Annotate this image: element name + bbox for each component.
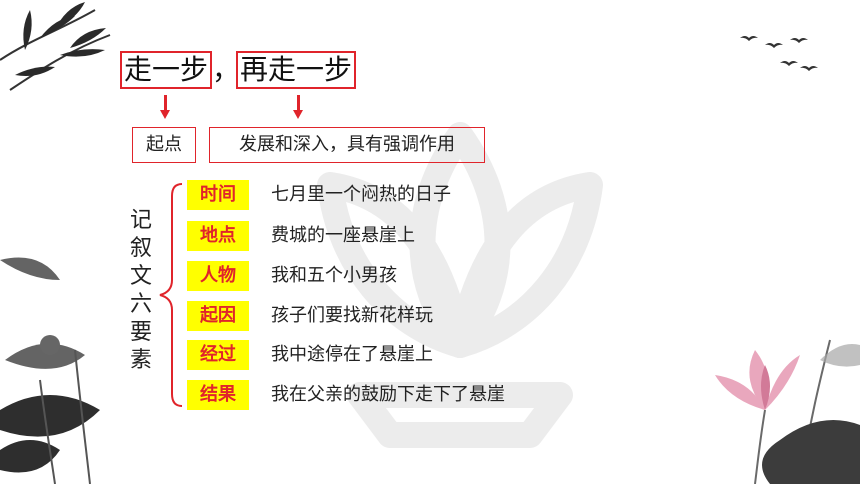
arrow-down-icon: [293, 95, 303, 119]
label-start: 起点: [132, 127, 196, 163]
element-tag: 地点: [187, 221, 249, 251]
side-label-char: 叙: [129, 236, 152, 261]
element-value: 我中途停在了悬崖上: [271, 344, 433, 365]
title-comma: ，: [212, 53, 241, 86]
side-label-six-elements: 记 叙 文 六 要 素: [128, 207, 154, 375]
lotus-ink-decoration: [715, 339, 860, 484]
element-value: 我和五个小男孩: [271, 265, 397, 286]
birds-decoration: [740, 36, 818, 71]
watermark-logo: [317, 122, 603, 448]
title-part1: 走一步: [120, 51, 213, 89]
side-label-char: 六: [129, 292, 152, 317]
bamboo-ink-decoration: [0, 2, 111, 91]
element-tag: 时间: [187, 180, 249, 210]
element-value: 孩子们要找新花样玩: [271, 305, 433, 326]
title-part2: 再走一步: [236, 51, 357, 89]
element-value: 费城的一座悬崖上: [271, 225, 415, 246]
arrow-down-icon: [160, 95, 170, 119]
element-value: 七月里一个闷热的日子: [271, 184, 451, 205]
side-label-char: 文: [129, 264, 152, 289]
element-tag: 人物: [187, 261, 249, 291]
element-value: 我在父亲的鼓励下走下了悬崖: [271, 384, 505, 405]
side-label-char: 要: [129, 320, 152, 345]
element-tag: 起因: [187, 301, 249, 331]
side-label-char: 素: [129, 348, 152, 373]
label-develop: 发展和深入，具有强调作用: [209, 127, 485, 163]
element-tag: 经过: [187, 340, 249, 370]
lotus-ink-decoration: [0, 257, 100, 484]
brace-bracket: [159, 183, 183, 407]
element-tag: 结果: [187, 380, 249, 410]
side-label-char: 记: [129, 208, 152, 233]
